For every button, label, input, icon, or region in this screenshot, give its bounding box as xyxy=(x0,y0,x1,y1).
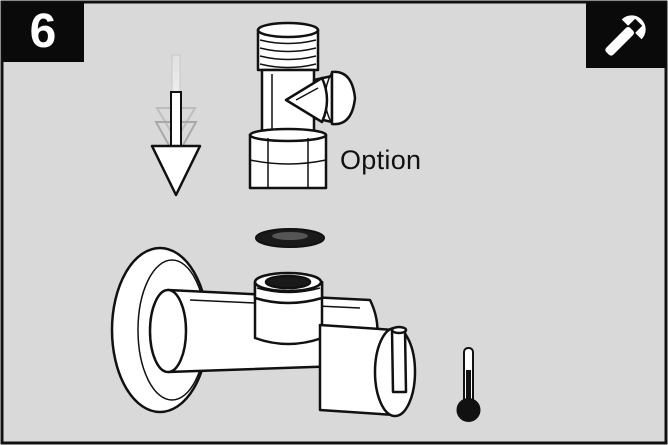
option-label: Option xyxy=(340,145,422,175)
arrow-down-icon xyxy=(150,54,202,197)
valve-lever xyxy=(390,328,408,394)
adapter-cone-line xyxy=(295,87,319,101)
arrow-head xyxy=(150,144,202,197)
valve-thread-line xyxy=(256,287,321,294)
thermometer-icon xyxy=(456,347,481,422)
tool-badge xyxy=(586,2,666,68)
washer-hole xyxy=(272,232,308,240)
angle-valve xyxy=(110,246,417,418)
thermometer-fill xyxy=(466,370,471,410)
adapter-nut-top xyxy=(248,127,328,143)
arrow-shaft xyxy=(170,91,182,153)
seal-washer xyxy=(255,228,325,248)
adapter-nut-band xyxy=(249,159,327,165)
adapter-top-opening xyxy=(256,21,320,39)
adapter-fitting xyxy=(248,21,357,190)
wrench-handle xyxy=(605,27,634,56)
wrench-jaw xyxy=(621,15,646,40)
adapter-side-cap xyxy=(330,70,357,126)
adapter-thread-lines xyxy=(259,39,317,69)
step-number-badge: 6 xyxy=(2,2,84,62)
valve-lever-tip xyxy=(390,325,408,335)
valve-outlet-opening xyxy=(264,274,312,290)
step-number: 6 xyxy=(29,5,57,58)
valve-pipe-end xyxy=(148,288,188,374)
wrench-icon xyxy=(605,15,646,56)
thermometer-bulb xyxy=(456,398,481,422)
